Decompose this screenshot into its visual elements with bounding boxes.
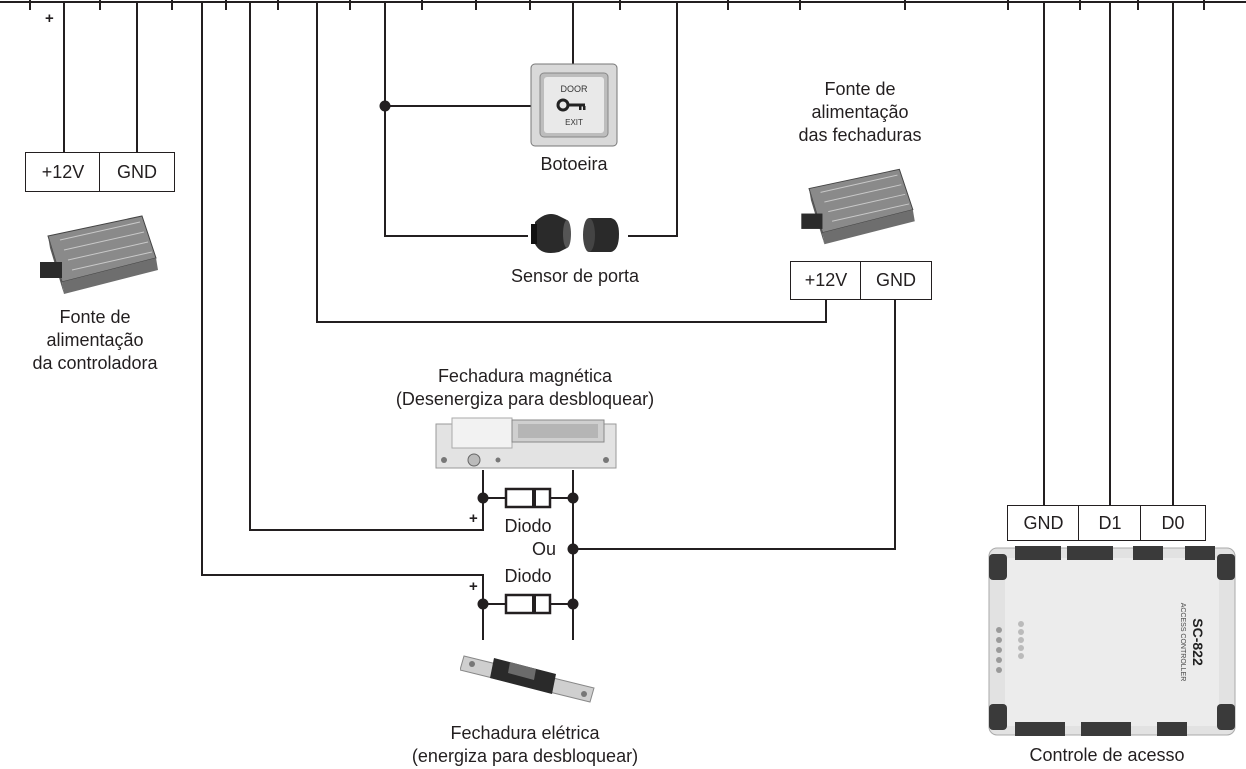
exit-button-door-text: DOOR <box>561 84 589 94</box>
controller-model-text: SC-822 <box>1190 618 1206 666</box>
psu-controller-label: Fonte de alimentação da controladora <box>20 306 170 375</box>
mag-lock-image <box>435 417 617 469</box>
diode-top-label: Diodo <box>504 516 552 536</box>
psu-controller-label-line2: alimentação <box>46 330 144 350</box>
mag-lock-label-line1: Fechadura magnética <box>437 366 613 386</box>
psu-locks-terminal-gnd: GND <box>860 261 932 300</box>
diode-or-label: Ou <box>531 539 556 559</box>
psu-locks-label-line1: Fonte de <box>824 79 896 99</box>
key-icon <box>556 98 586 112</box>
controller-terminal-d0: D0 <box>1140 505 1206 541</box>
door-sensor-image <box>531 214 619 253</box>
psu-controller-image <box>30 198 170 302</box>
psu-controller-terminal-gnd: GND <box>99 152 175 192</box>
access-controller-label: Controle de acesso <box>1029 745 1185 765</box>
psu-controller-label-line3: da controladora <box>32 353 158 373</box>
psu-locks-label-line2: alimentação <box>811 102 909 122</box>
psu-locks-label-line3: das fechaduras <box>798 125 922 145</box>
psu-controller-label-line1: Fonte de <box>59 307 131 327</box>
terminal-strip-ticks <box>29 0 1205 10</box>
diode-bottom-symbol <box>504 593 552 615</box>
diode-top-symbol <box>504 487 552 509</box>
controller-subtitle-text: ACCESS CONTROLLER <box>1179 603 1186 682</box>
psu-controller-terminal-12v: +12V <box>25 152 101 192</box>
junction-dots <box>379 100 579 610</box>
electric-strike-label: Fechadura elétrica (energiza para desblo… <box>375 722 675 768</box>
exit-button-exit-text: EXIT <box>565 118 583 127</box>
psu-controller-plus-marker: + <box>45 10 54 27</box>
exit-button-image: DOOR EXIT <box>530 63 618 147</box>
electric-strike-label-line2: (energiza para desbloquear) <box>411 746 639 766</box>
mag-lock-plus-marker: + <box>469 510 478 527</box>
electric-strike-label-line1: Fechadura elétrica <box>450 723 600 743</box>
mag-lock-label-line2: (Desenergiza para desbloquear) <box>395 389 655 409</box>
controller-terminal-gnd: GND <box>1007 505 1080 541</box>
door-sensor-label: Sensor de porta <box>510 266 640 286</box>
diode-bottom-label: Diodo <box>504 566 552 586</box>
psu-locks-label: Fonte de alimentação das fechaduras <box>775 78 945 147</box>
electric-strike-plus-marker: + <box>469 578 478 595</box>
exit-button-label: Botoeira <box>540 154 608 174</box>
electric-strike-image <box>460 655 595 703</box>
psu-locks-terminal-12v: +12V <box>790 261 862 300</box>
access-controller-image: SC-822 ACCESS CONTROLLER <box>988 546 1236 736</box>
mag-lock-label: Fechadura magnética (Desenergiza para de… <box>360 365 690 411</box>
controller-terminal-d1: D1 <box>1078 505 1142 541</box>
psu-locks-image <box>801 168 915 245</box>
